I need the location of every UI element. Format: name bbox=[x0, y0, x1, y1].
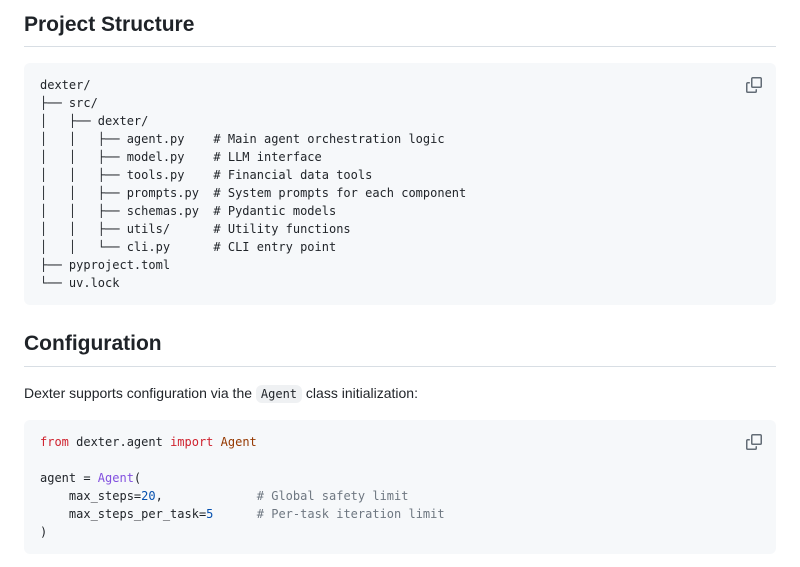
code-line bbox=[40, 451, 760, 469]
section-project-structure: Project Structure dexter/ ├── src/ │ ├──… bbox=[24, 12, 776, 306]
copy-icon bbox=[746, 77, 762, 94]
copy-button[interactable] bbox=[740, 71, 768, 99]
configuration-code: from dexter.agent import Agent agent = A… bbox=[40, 433, 760, 541]
code-line: agent = Agent( bbox=[40, 470, 142, 485]
inline-code-agent: Agent bbox=[255, 384, 303, 403]
project-tree-code: dexter/ ├── src/ │ ├── dexter/ │ │ ├── a… bbox=[40, 78, 467, 291]
code-line: max_steps=20, # Global safety limit bbox=[40, 488, 409, 503]
code-line: max_steps_per_task=5 # Per-task iteratio… bbox=[40, 506, 445, 521]
code-line: ) bbox=[40, 524, 48, 539]
copy-icon bbox=[746, 433, 762, 450]
configuration-heading: Configuration bbox=[24, 331, 776, 367]
readme-content: Project Structure dexter/ ├── src/ │ ├──… bbox=[24, 12, 776, 554]
configuration-code-block: from dexter.agent import Agent agent = A… bbox=[24, 419, 776, 554]
paragraph-text-after: class initialization: bbox=[302, 384, 418, 401]
project-structure-heading: Project Structure bbox=[24, 12, 776, 48]
configuration-paragraph: Dexter supports configuration via the Ag… bbox=[24, 383, 776, 404]
section-configuration: Configuration Dexter supports configurat… bbox=[24, 331, 776, 554]
copy-button[interactable] bbox=[740, 428, 768, 456]
code-line: from dexter.agent import Agent bbox=[40, 434, 257, 449]
project-tree-code-block: dexter/ ├── src/ │ ├── dexter/ │ │ ├── a… bbox=[24, 63, 776, 306]
paragraph-text-before: Dexter supports configuration via the bbox=[24, 384, 256, 401]
